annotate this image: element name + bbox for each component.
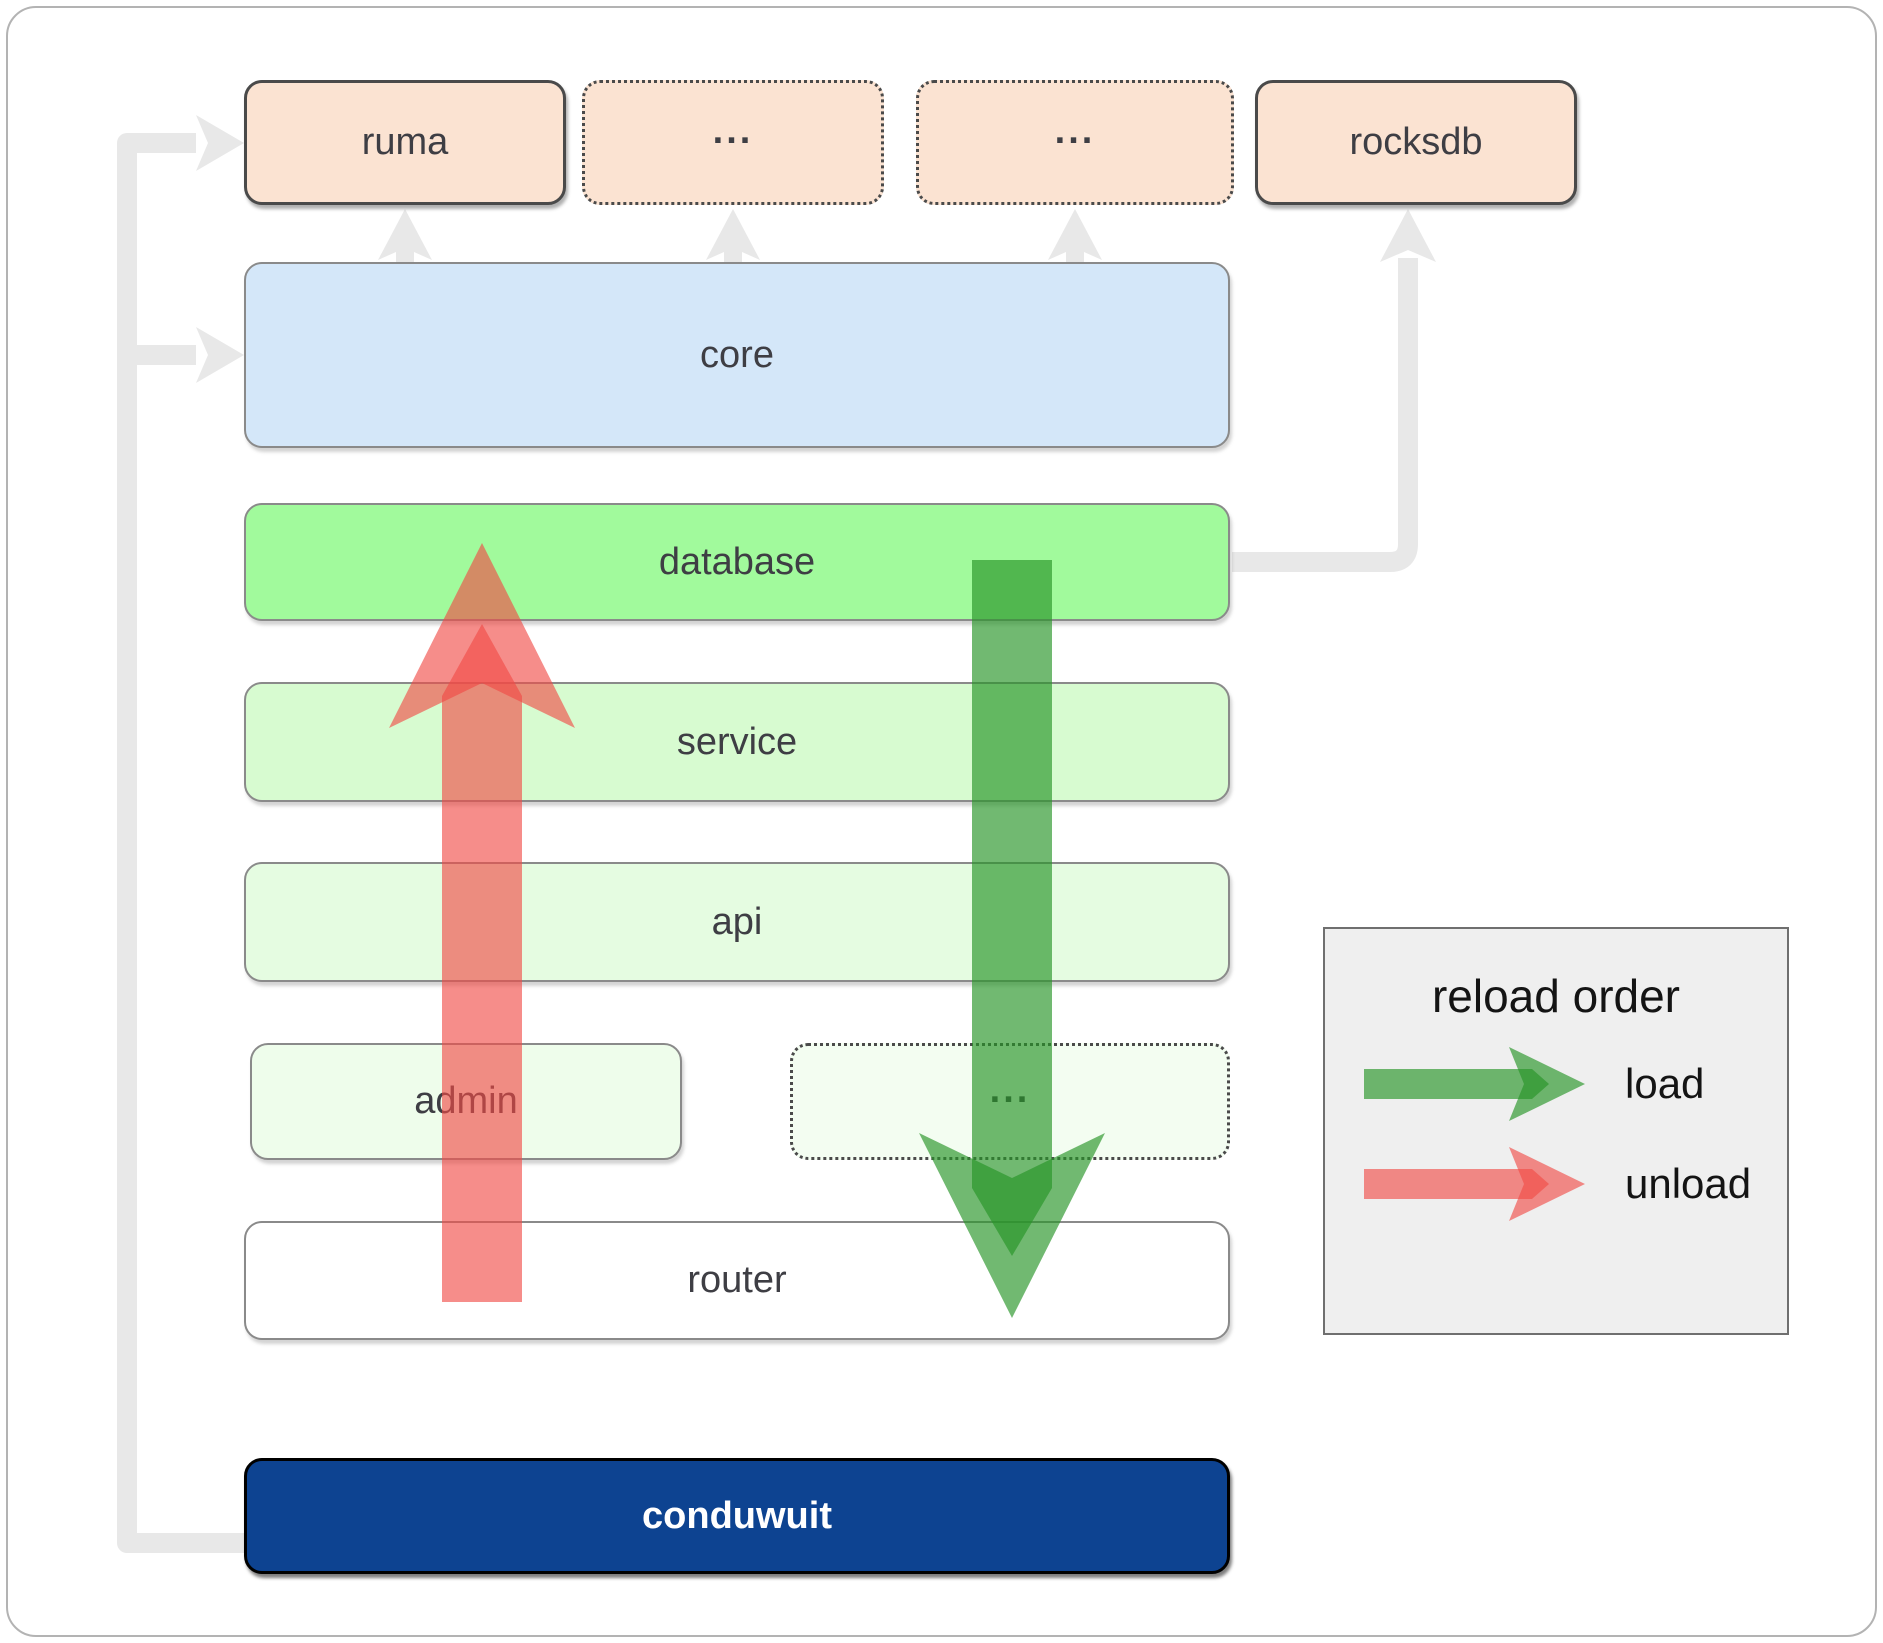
node-ellipsis-b: ... <box>916 80 1234 205</box>
node-ellipsis-a-label: ... <box>712 110 754 152</box>
legend: reload order load unload <box>1323 927 1789 1335</box>
outer-frame <box>6 6 1877 1637</box>
node-api: api <box>244 862 1230 982</box>
node-core-label: core <box>700 333 774 376</box>
node-conduwuit: conduwuit <box>244 1458 1230 1574</box>
node-admin: admin <box>250 1043 682 1160</box>
node-rocksdb: rocksdb <box>1255 80 1577 205</box>
legend-title: reload order <box>1431 970 1681 1022</box>
unload-arrow-icon <box>1364 1147 1585 1221</box>
node-ellipsis-a: ... <box>582 80 884 205</box>
node-rocksdb-label: rocksdb <box>1349 121 1483 163</box>
node-ruma: ruma <box>244 80 566 205</box>
node-admin-label: admin <box>414 1080 518 1122</box>
node-database-label: database <box>658 540 816 583</box>
legend-label-load: load <box>1625 1060 1705 1107</box>
node-database: database <box>244 503 1230 621</box>
node-service: service <box>244 682 1230 802</box>
node-service-label: service <box>676 720 798 763</box>
node-router-label: router <box>687 1259 787 1301</box>
node-ellipsis-b-label: ... <box>1054 110 1096 152</box>
node-ellipsis-c: ... <box>790 1043 1230 1160</box>
legend-label-unload: unload <box>1625 1160 1752 1207</box>
load-arrow-icon <box>1364 1047 1585 1121</box>
node-conduwuit-label: conduwuit <box>642 1494 832 1537</box>
node-core: core <box>244 262 1230 448</box>
node-router: router <box>244 1221 1230 1340</box>
node-api-label: api <box>711 900 763 943</box>
node-ellipsis-c-label: ... <box>989 1069 1031 1111</box>
node-ruma-label: ruma <box>361 121 449 163</box>
